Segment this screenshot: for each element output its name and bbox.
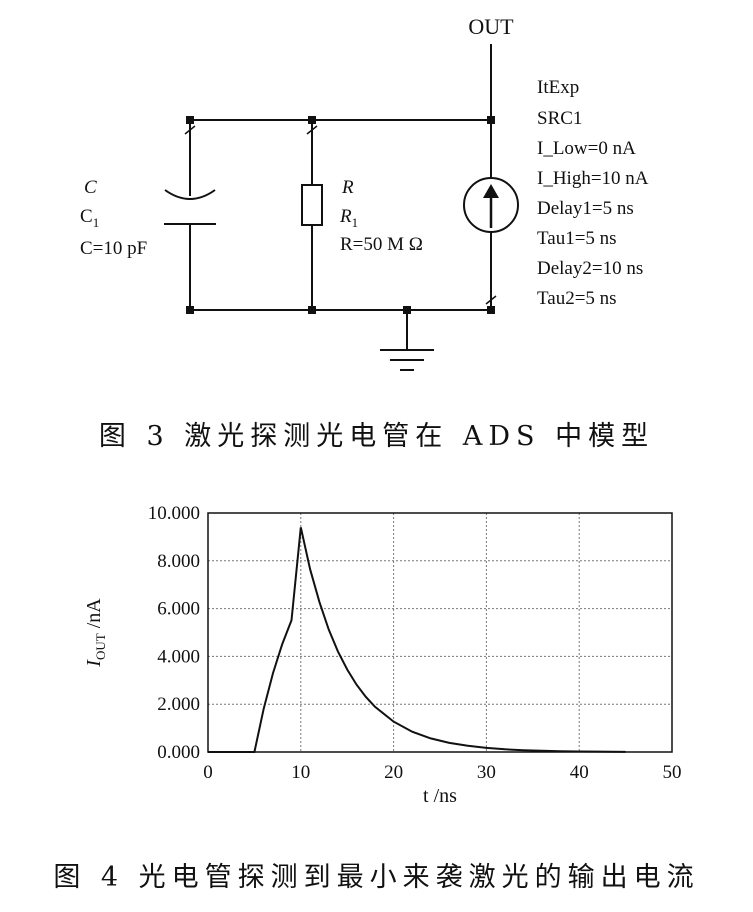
x-tick-label: 20: [384, 762, 403, 783]
resistor-label-value: R=50 M Ω: [340, 234, 423, 255]
circuit-schematic: OUT C C1 C=10 pF R R1 R=50 M Ω: [80, 14, 649, 371]
series-line-iout: [208, 527, 626, 753]
resistor-pin-mark: [306, 125, 318, 135]
y-tick-label: 0.000: [157, 742, 200, 763]
source-param: Tau2=5 ns: [537, 288, 617, 309]
capacitor-pin-mark: [184, 125, 196, 135]
y-tick-label: 8.000: [157, 551, 200, 572]
x-tick-labels: 0 10 20 30 40 50: [203, 762, 681, 783]
output-current-chart: 0 10 20 30 40 50 0.000 2.000 4.000 6.000 8.000 10.…: [83, 503, 682, 807]
figure-4-caption: 图 4 光电管探测到最小来袭激光的输出电流: [53, 862, 700, 893]
resistor-label-type: R: [341, 177, 354, 198]
capacitor-label-value: C=10 pF: [80, 238, 147, 259]
plot-frame: [207, 512, 673, 753]
source-param: I_High=10 nA: [537, 168, 649, 189]
resistor-body: [301, 184, 323, 226]
x-tick-label: 30: [477, 762, 496, 783]
source-param: Delay1=5 ns: [537, 198, 634, 219]
x-tick-label: 40: [570, 762, 589, 783]
y-tick-labels: 0.000 2.000 4.000 6.000 8.000 10.000: [148, 503, 200, 763]
source-param: Tau1=5 ns: [537, 228, 617, 249]
x-tick-label: 0: [203, 762, 213, 783]
x-tick-label: 50: [663, 762, 682, 783]
out-label: OUT: [468, 14, 514, 39]
x-axis-label: t /ns: [423, 785, 457, 807]
source-parameters: ItExp SRC1 I_Low=0 nA I_High=10 nA Delay…: [537, 77, 649, 309]
y-axis-label: IOUT /nA: [83, 598, 108, 668]
y-tick-label: 4.000: [157, 646, 200, 667]
y-tick-label: 6.000: [157, 599, 200, 620]
current-source-arrow-head: [483, 184, 499, 198]
source-param: I_Low=0 nA: [537, 138, 636, 159]
capacitor-label-type: C: [84, 177, 97, 198]
y-tick-label: 2.000: [157, 694, 200, 715]
grid-lines: [207, 512, 673, 753]
x-tick-label: 10: [291, 762, 310, 783]
capacitor-label-instance: C1: [80, 206, 99, 230]
junction-nodes: [186, 116, 495, 314]
source-pin-mark: [485, 295, 497, 305]
y-tick-label: 10.000: [148, 503, 200, 524]
figure-3-caption: 图 3 激光探测光电管在 ADS 中模型: [98, 421, 655, 452]
source-param: ItExp: [537, 77, 579, 98]
capacitor-curved-plate: [164, 189, 216, 200]
resistor-label-instance: R1: [339, 206, 358, 230]
source-param: Delay2=10 ns: [537, 258, 643, 279]
source-param: SRC1: [537, 108, 582, 129]
